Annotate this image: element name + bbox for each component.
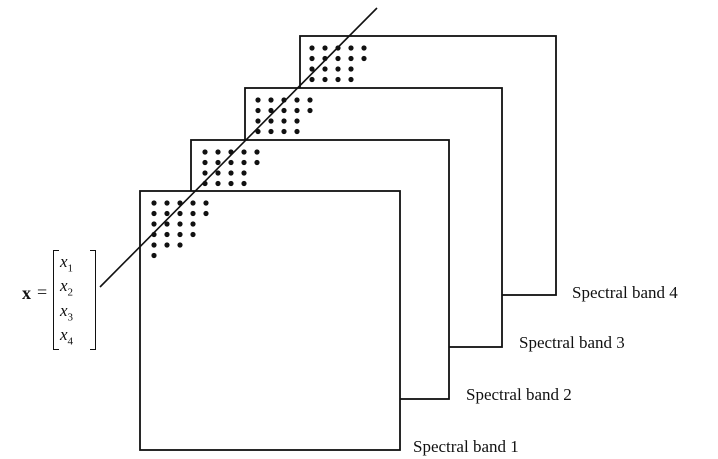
band-1-pixel-dot	[164, 221, 170, 227]
band-3-pixel-dot	[307, 107, 313, 114]
band-4-pixel-dot	[348, 66, 354, 72]
band-4-pixel-dot	[322, 45, 328, 51]
band-2-pixel-dot	[202, 149, 208, 155]
band-2-pixel-dot	[215, 159, 221, 166]
band-1-pixel-dot	[151, 210, 157, 217]
band-1-pixel-dot	[164, 210, 170, 217]
band-3-pixel-dot	[281, 128, 287, 135]
vector-entry-4: x4	[60, 325, 74, 348]
band-1-layer	[139, 190, 401, 451]
right-bracket	[90, 250, 96, 350]
band-3-pixel-dot	[281, 118, 287, 124]
band-3-pixel-dot	[255, 118, 261, 124]
band-1-pixel-grid	[151, 200, 209, 259]
band-3-pixel-dot	[294, 128, 300, 135]
band-3-label: Spectral band 3	[519, 333, 625, 352]
band-4-label: Spectral band 4	[572, 283, 678, 302]
vector-symbol: x	[22, 283, 31, 303]
pixel-leader-line	[99, 7, 378, 288]
band-1-pixel-dot	[164, 242, 170, 248]
vector-entry-2: x2	[60, 276, 74, 299]
band-2-pixel-dot	[241, 149, 247, 155]
band-4-pixel-dot	[335, 76, 341, 83]
band-4-pixel-dot	[322, 76, 328, 83]
band-1-pixel-dot	[190, 221, 196, 227]
band-3-pixel-dot	[255, 107, 261, 114]
band-1-label: Spectral band 1	[413, 437, 519, 456]
band-2-pixel-dot	[241, 180, 247, 187]
band-2-pixel-dot	[254, 149, 260, 155]
band-1-pixel-dot	[177, 210, 183, 217]
band-4-pixel-dot	[309, 66, 315, 72]
band-4-pixel-dot	[309, 45, 315, 51]
band-3-pixel-dot	[294, 118, 300, 124]
band-2-pixel-dot	[202, 159, 208, 166]
band-4-pixel-dot	[309, 55, 315, 62]
band-2-pixel-dot	[241, 170, 247, 176]
vector-entry-1: x1	[60, 252, 74, 275]
band-1-pixel-dot	[164, 231, 170, 238]
band-1-pixel-dot	[151, 252, 157, 259]
band-4-pixel-dot	[348, 55, 354, 62]
band-2-pixel-dot	[254, 159, 260, 166]
band-1-pixel-dot	[190, 200, 196, 206]
band-1-pixel-dot	[151, 242, 157, 248]
equals-sign: =	[37, 282, 48, 302]
band-4-pixel-dot	[322, 66, 328, 72]
band-3-pixel-dot	[307, 97, 313, 103]
band-3-pixel-dot	[268, 128, 274, 135]
band-2-pixel-dot	[228, 180, 234, 187]
band-2-pixel-dot	[228, 159, 234, 166]
band-2-pixel-dot	[228, 170, 234, 176]
band-1-pixel-dot	[164, 200, 170, 206]
band-4-pixel-dot	[335, 66, 341, 72]
band-3-pixel-dot	[294, 97, 300, 103]
band-4-pixel-dot	[309, 76, 315, 83]
band-3-pixel-dot	[268, 97, 274, 103]
band-4-pixel-dot	[361, 45, 367, 51]
band-2-pixel-dot	[215, 180, 221, 187]
band-3-pixel-dot	[268, 118, 274, 124]
band-4-pixel-dot	[348, 45, 354, 51]
band-2-pixel-dot	[241, 159, 247, 166]
band-2-pixel-dot	[215, 170, 221, 176]
band-1-pixel-dot	[177, 231, 183, 238]
band-4-pixel-dot	[348, 76, 354, 83]
vector-entry-3: x3	[60, 301, 74, 324]
band-2-pixel-dot	[202, 170, 208, 176]
band-1-pixel-dot	[151, 221, 157, 227]
band-1-pixel-dot	[177, 221, 183, 227]
band-2-pixel-dot	[215, 149, 221, 155]
band-1-pixel-dot	[203, 200, 209, 206]
band-4-pixel-dot	[335, 55, 341, 62]
band-3-pixel-dot	[268, 107, 274, 114]
band-3-pixel-dot	[255, 97, 261, 103]
left-bracket	[53, 250, 59, 350]
band-1-pixel-dot	[151, 200, 157, 206]
band-4-pixel-dot	[361, 55, 367, 62]
band-2-label: Spectral band 2	[466, 385, 572, 404]
band-1-pixel-dot	[177, 242, 183, 248]
band-3-pixel-dot	[294, 107, 300, 114]
band-3-pixel-dot	[281, 107, 287, 114]
band-1-rect	[139, 190, 401, 451]
band-1-pixel-dot	[203, 210, 209, 217]
band-1-pixel-dot	[190, 210, 196, 217]
band-1-pixel-dot	[190, 231, 196, 238]
